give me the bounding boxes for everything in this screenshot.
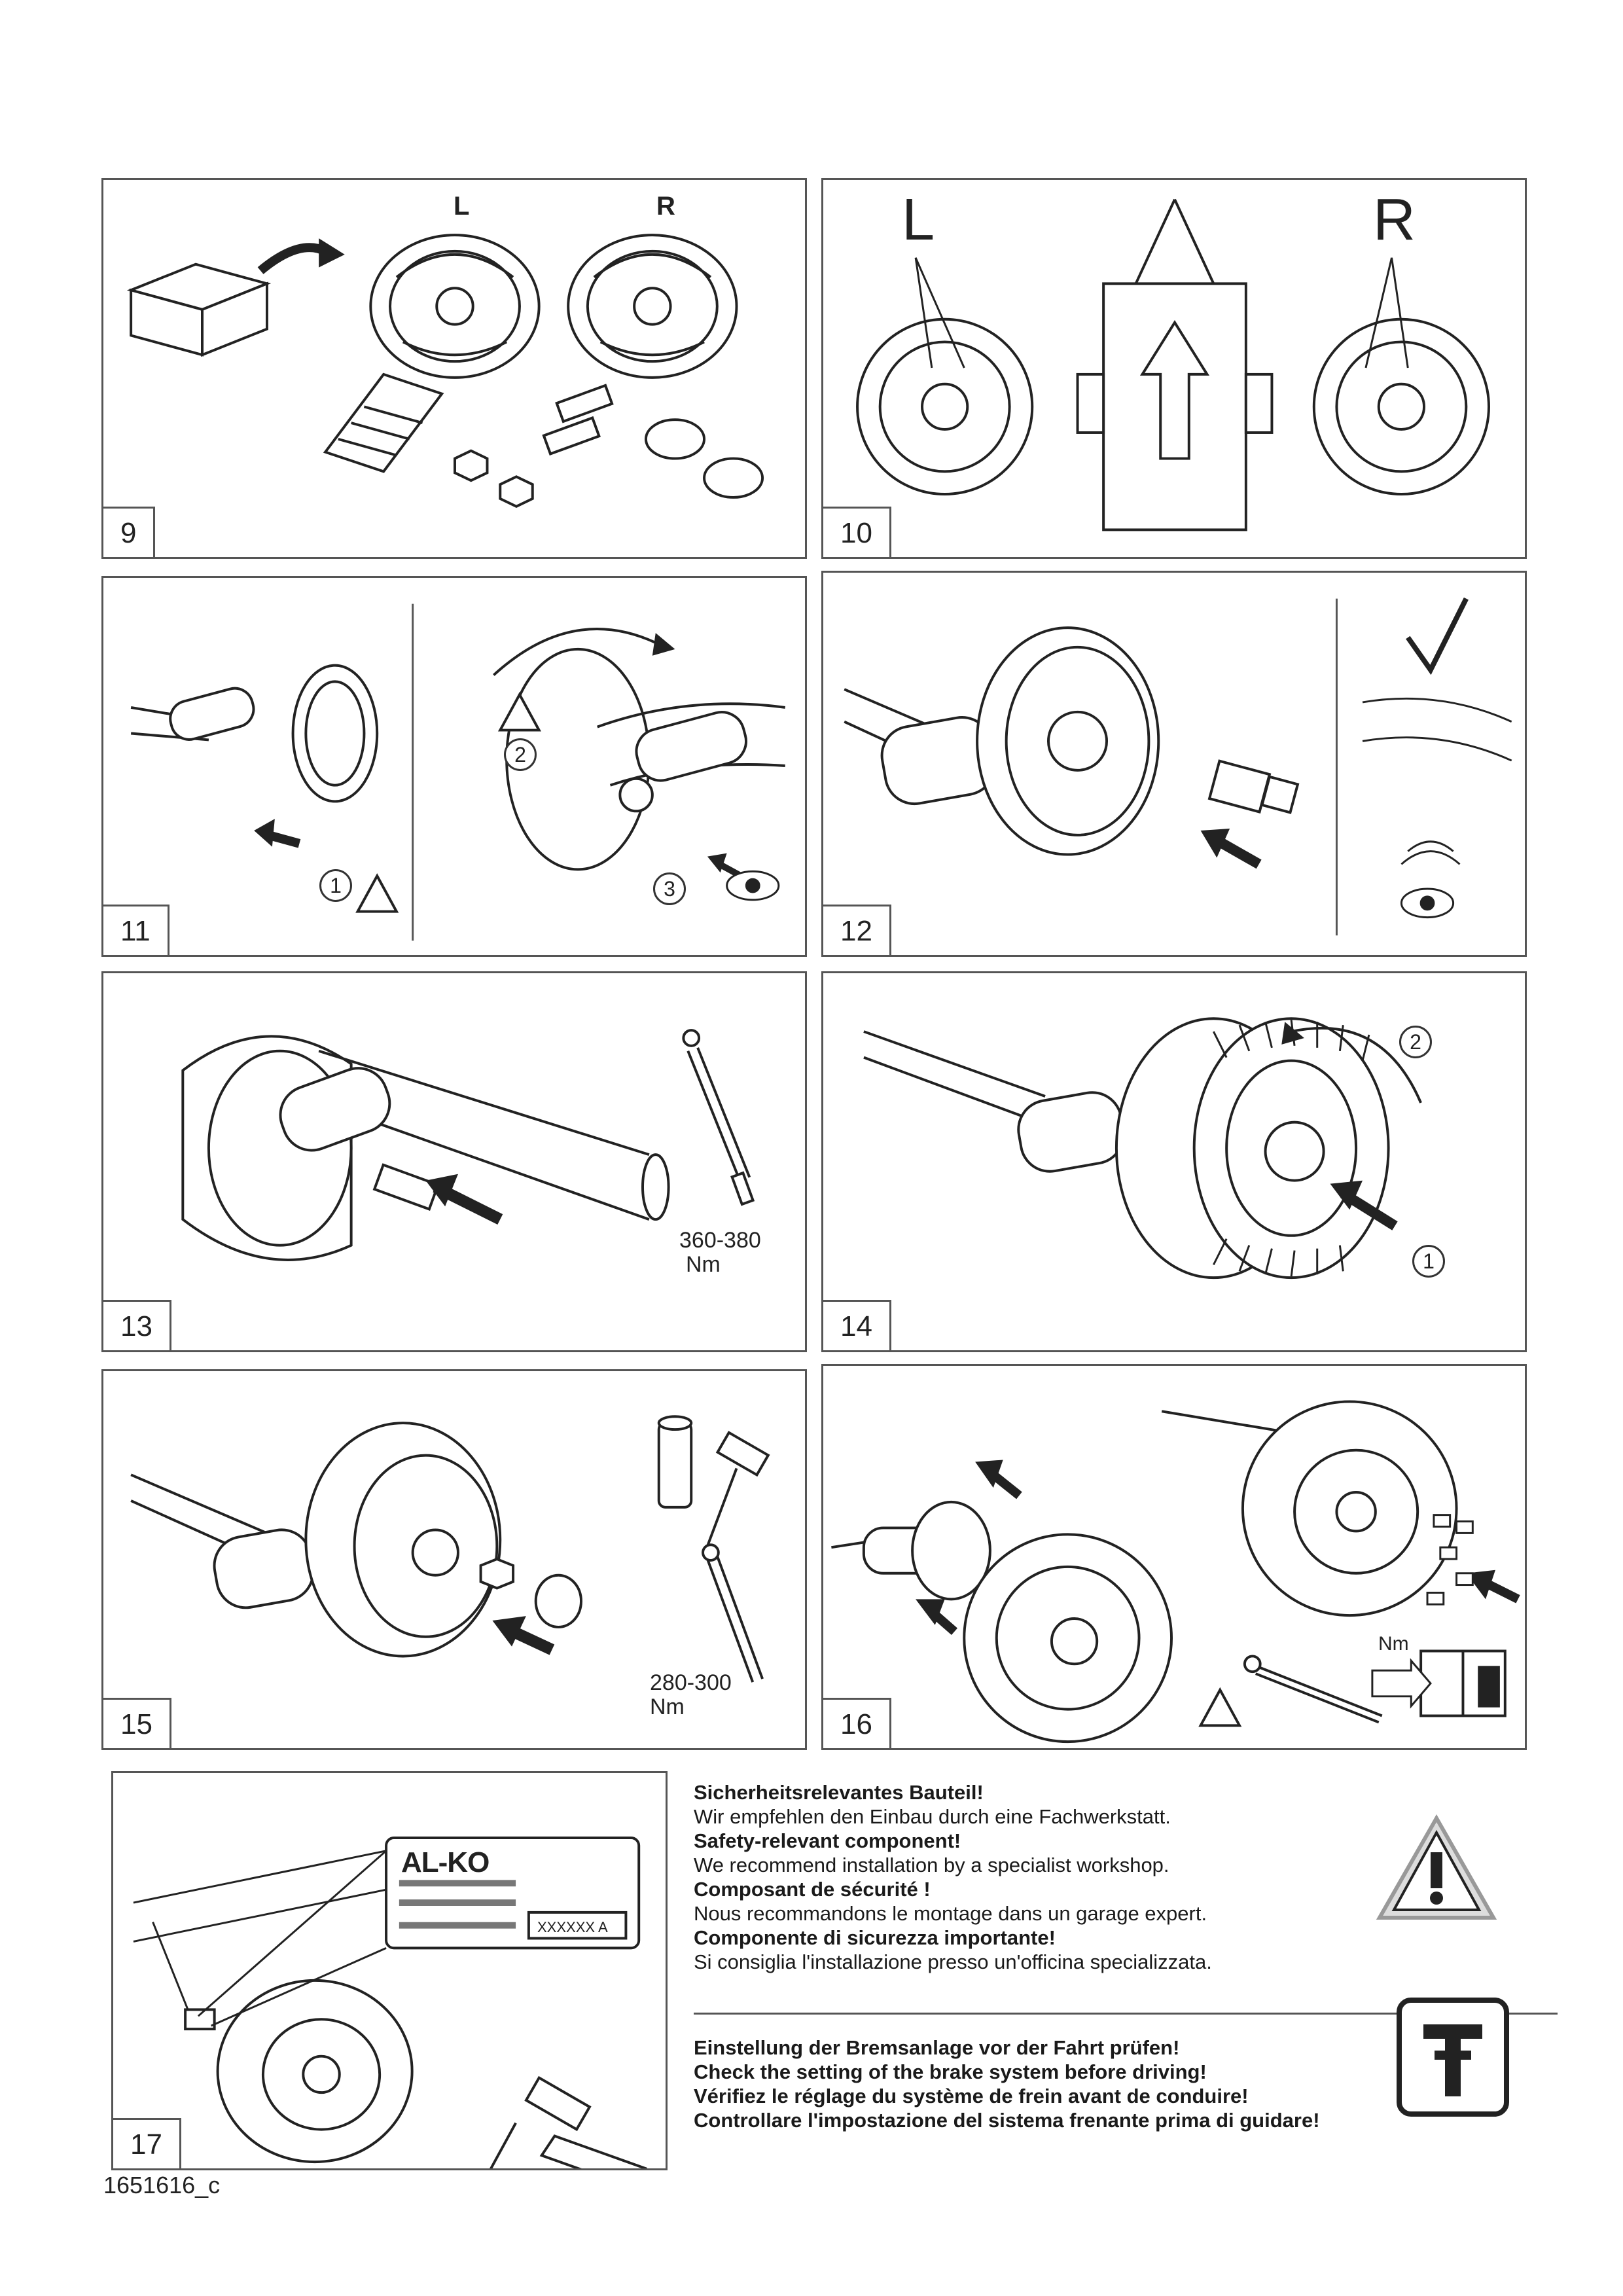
warning-triangle-icon [1376,1814,1497,1920]
hammer-icon [524,2075,592,2132]
step-number: 16 [821,1698,891,1750]
panel-step-10: L R 10 [821,178,1527,559]
brand-logo: AL-KO [401,1846,490,1878]
socket-icon [657,1422,693,1509]
chisel-icon [539,2134,648,2168]
brake-check-it: Controllare l'impostazione del sistema f… [694,2109,1320,2132]
hammer-icon [715,1431,770,1477]
parts-box-icon [126,262,272,357]
step-9-illustration [126,234,764,508]
warning-triangle-icon [1198,1687,1242,1727]
label-sheet-icon [323,372,444,473]
torque-label: 280-300 Nm [650,1670,732,1720]
safety-text-en: We recommend installation by a specialis… [694,1854,1169,1876]
torque-value: 360-380 [679,1228,761,1253]
label-right: R [656,192,675,221]
dust-cap [534,1573,582,1628]
brake-check-en: Check the setting of the brake system be… [694,2060,1207,2083]
arrow-icon [1371,1658,1432,1709]
torque-wrench-icon [1243,1655,1383,1724]
safety-text-it: Si consiglia l'installazione presso un'o… [694,1950,1212,1973]
bolts-icon [542,384,614,456]
safety-notice: Sicherheitsrelevantes Bauteil! Wir empfe… [694,1780,1374,1974]
axle-nut [479,1557,515,1590]
torque-wrench-icon [682,1029,755,1206]
step-number: 14 [821,1300,891,1352]
eye-icon [1400,888,1455,919]
step-number: 11 [101,905,169,957]
divider [694,2013,1558,2015]
type-plate-location [184,2008,216,2031]
brake-check-de: Einstellung der Bremsanlage vor der Fahr… [694,2036,1180,2059]
step-10-illustration [856,198,1490,531]
dust-caps-icon [644,418,764,499]
eye-icon [726,870,780,901]
step-number: 17 [111,2118,181,2170]
torque-unit: Nm [686,1252,721,1278]
panel-step-12: 12 [821,571,1527,957]
step-number: 12 [821,905,891,957]
safety-title-it: Componente di sicurezza importante! [694,1926,1056,1949]
axle-stub [1207,759,1272,814]
step-13-illustration [181,1029,755,1261]
brake-plate-left [369,234,541,379]
brake-check-notice: Einstellung der Bremsanlage vor der Fahr… [694,2036,1400,2132]
nuts-icon [454,449,534,508]
step-17-illustration [133,1837,648,2168]
torque-unit: Nm [650,1695,685,1720]
bolt [372,1163,440,1211]
safety-title-en: Safety-relevant component! [694,1829,961,1852]
step-12-illustration [844,597,1512,936]
document-number: 1651616_c [103,2172,221,2198]
torque-unit: Nm [1378,1633,1409,1655]
brake-plate-right [1312,317,1490,495]
torque-value: 280-300 [650,1670,732,1695]
label-left: L [454,192,470,221]
trailer-topview [1076,198,1274,531]
panel-step-15: 280-300 Nm 15 [101,1369,807,1750]
label-right: R [1373,187,1416,253]
brake-check-fr: Vérifiez le réglage du système de frein … [694,2085,1249,2108]
brake-plate-right [567,234,738,379]
warning-triangle-icon [355,692,541,913]
step-marker-3: 3 [653,872,686,905]
info-book-icon [1419,1649,1507,1717]
safety-title-de: Sicherheitsrelevantes Bauteil! [694,1781,984,1804]
step-number: 13 [101,1300,171,1352]
step-14-illustration [863,1017,1422,1280]
step-number: 10 [821,507,891,559]
torque-wrench-icon [706,1558,755,1683]
brake-drum [911,1500,991,1601]
panel-step-9: L R 9 [101,178,807,559]
arrow-icon [257,243,328,274]
panel-step-13: 360-380 Nm 13 [101,971,807,1352]
label-left: L [902,187,935,253]
step-marker-2: 2 [1399,1026,1432,1058]
step-number: 15 [101,1698,171,1750]
safety-text-fr: Nous recommandons le montage dans un gar… [694,1902,1207,1925]
panel-step-16: Nm 16 [821,1364,1527,1750]
plate-code: XXXXXX A [537,1919,608,1935]
brake-plate-left [856,317,1034,495]
step-marker-2: 2 [504,738,537,771]
step-11-illustration [130,603,785,941]
checkmark-icon [1406,597,1469,675]
step-number: 9 [101,507,156,559]
safety-title-fr: Composant de sécurité ! [694,1878,931,1901]
panel-step-14: 1 2 14 [821,971,1527,1352]
torque-label: 360-380 Nm [679,1228,761,1278]
step-marker-1: 1 [1412,1245,1445,1278]
wheel-bolts-icon [1426,1514,1474,1605]
step-marker-1: 1 [319,869,352,902]
forward-arrow-icon [1139,319,1210,460]
step-16-illustration [831,1400,1520,1744]
step-15-illustration [130,1415,770,1683]
panel-step-17: AL-KO XXXXXX A 17 [111,1771,668,2170]
safety-text-de: Wir empfehlen den Einbau durch eine Fach… [694,1805,1171,1828]
brake-tool-icon [1397,1998,1509,2117]
panel-step-11: 1 2 3 11 [101,576,807,957]
